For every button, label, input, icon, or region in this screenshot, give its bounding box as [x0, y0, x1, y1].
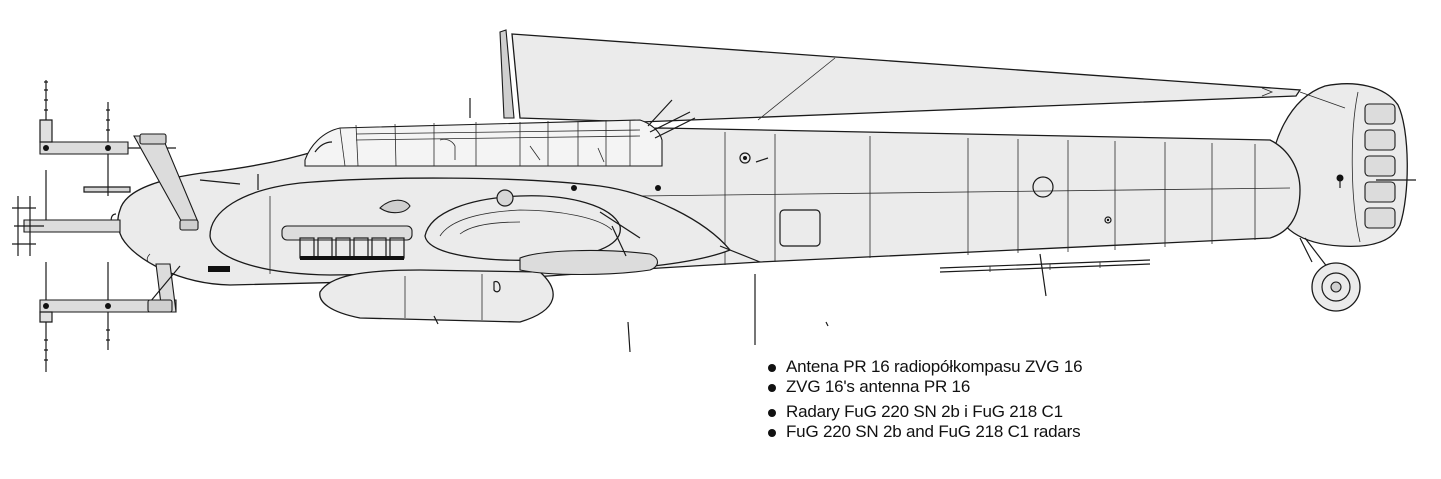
legend-item-radars-pl: Radary FuG 220 SN 2b i FuG 218 C1	[766, 402, 1082, 422]
radar-antenna-array	[12, 80, 199, 372]
ventral-rails	[627, 253, 1151, 353]
tailplane	[499, 29, 1302, 123]
engine-nacelle	[209, 174, 761, 323]
legend-item-radars-en: FuG 220 SN 2b and FuG 218 C1 radars	[766, 422, 1082, 442]
legend-item-antenna-pl: Antena PR 16 radiopółkompasu ZVG 16	[766, 357, 1083, 377]
legend-list: Antena PR 16 radiopółkompasu ZVG 16 ZVG …	[766, 357, 1083, 442]
mark	[825, 321, 829, 327]
tail-wheel	[1299, 237, 1361, 312]
legend-item-antenna-en: ZVG 16's antenna PR 16	[766, 377, 1082, 397]
canopy	[304, 98, 696, 167]
exhaust-pipes	[299, 237, 405, 260]
tail-fin	[1267, 83, 1416, 248]
mark-2	[433, 315, 439, 325]
